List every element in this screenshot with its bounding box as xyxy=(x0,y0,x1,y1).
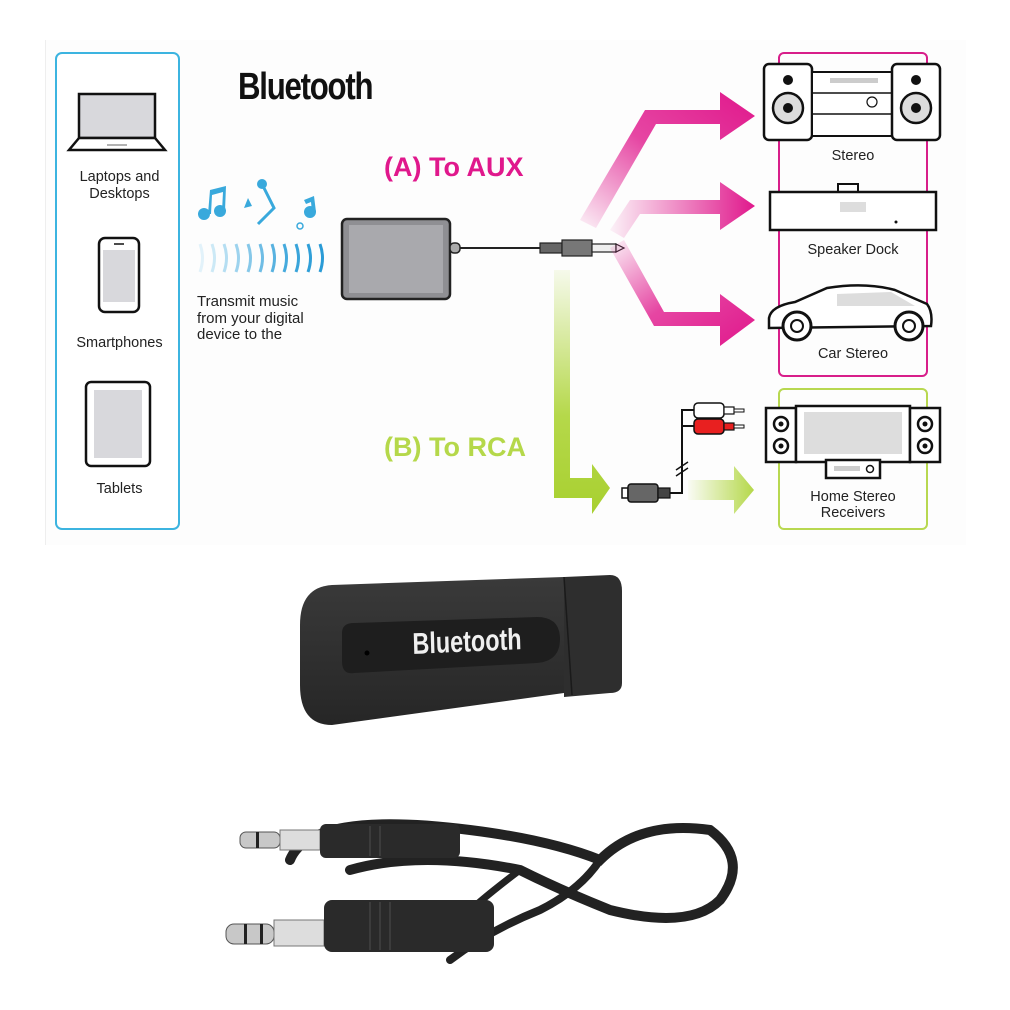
label-line: Receivers xyxy=(820,505,886,521)
source-label-laptops: Laptops and Desktops xyxy=(57,169,182,203)
route-b-label: (B) To RCA xyxy=(384,432,526,462)
smartphone-icon xyxy=(97,236,141,314)
output-label-speaker-dock: Speaker Dock xyxy=(807,242,899,258)
receiver-device-icon xyxy=(340,217,626,301)
source-label-smartphones: Smartphones xyxy=(76,335,163,351)
tablet-icon xyxy=(84,380,152,468)
aux-arrows xyxy=(580,92,755,346)
output-label-car-stereo: Car Stereo xyxy=(817,346,889,362)
label-line: Desktops xyxy=(89,186,150,202)
car-icon xyxy=(767,284,933,342)
music-waves-icon xyxy=(198,179,324,273)
bluetooth-dongle-image xyxy=(300,575,622,725)
transmit-description: Transmit music from your digital device … xyxy=(197,293,304,344)
label-line: Laptops and xyxy=(79,169,160,185)
rca-arrows xyxy=(554,270,754,514)
speaker-dock-icon xyxy=(768,183,938,232)
text-line: from your digital xyxy=(197,309,304,327)
dongle-label: Bluetooth xyxy=(412,623,523,661)
home-stereo-icon xyxy=(764,404,942,480)
diagram-title: Bluetooth xyxy=(238,66,374,108)
output-label-home-stereo: Home Stereo Receivers xyxy=(780,489,926,521)
text-line: device to the xyxy=(197,326,283,343)
output-label-stereo: Stereo xyxy=(831,148,875,164)
text-line: Transmit music xyxy=(197,293,299,310)
laptop-icon xyxy=(66,92,168,152)
route-a-label: (A) To AUX xyxy=(384,152,524,182)
aux-cable-image xyxy=(225,819,738,964)
label-line: Home Stereo xyxy=(810,489,896,505)
stereo-icon xyxy=(762,62,942,142)
source-devices-panel: Laptops and Desktops Smartphones Tablets xyxy=(55,52,180,530)
source-label-tablets: Tablets xyxy=(96,481,143,497)
